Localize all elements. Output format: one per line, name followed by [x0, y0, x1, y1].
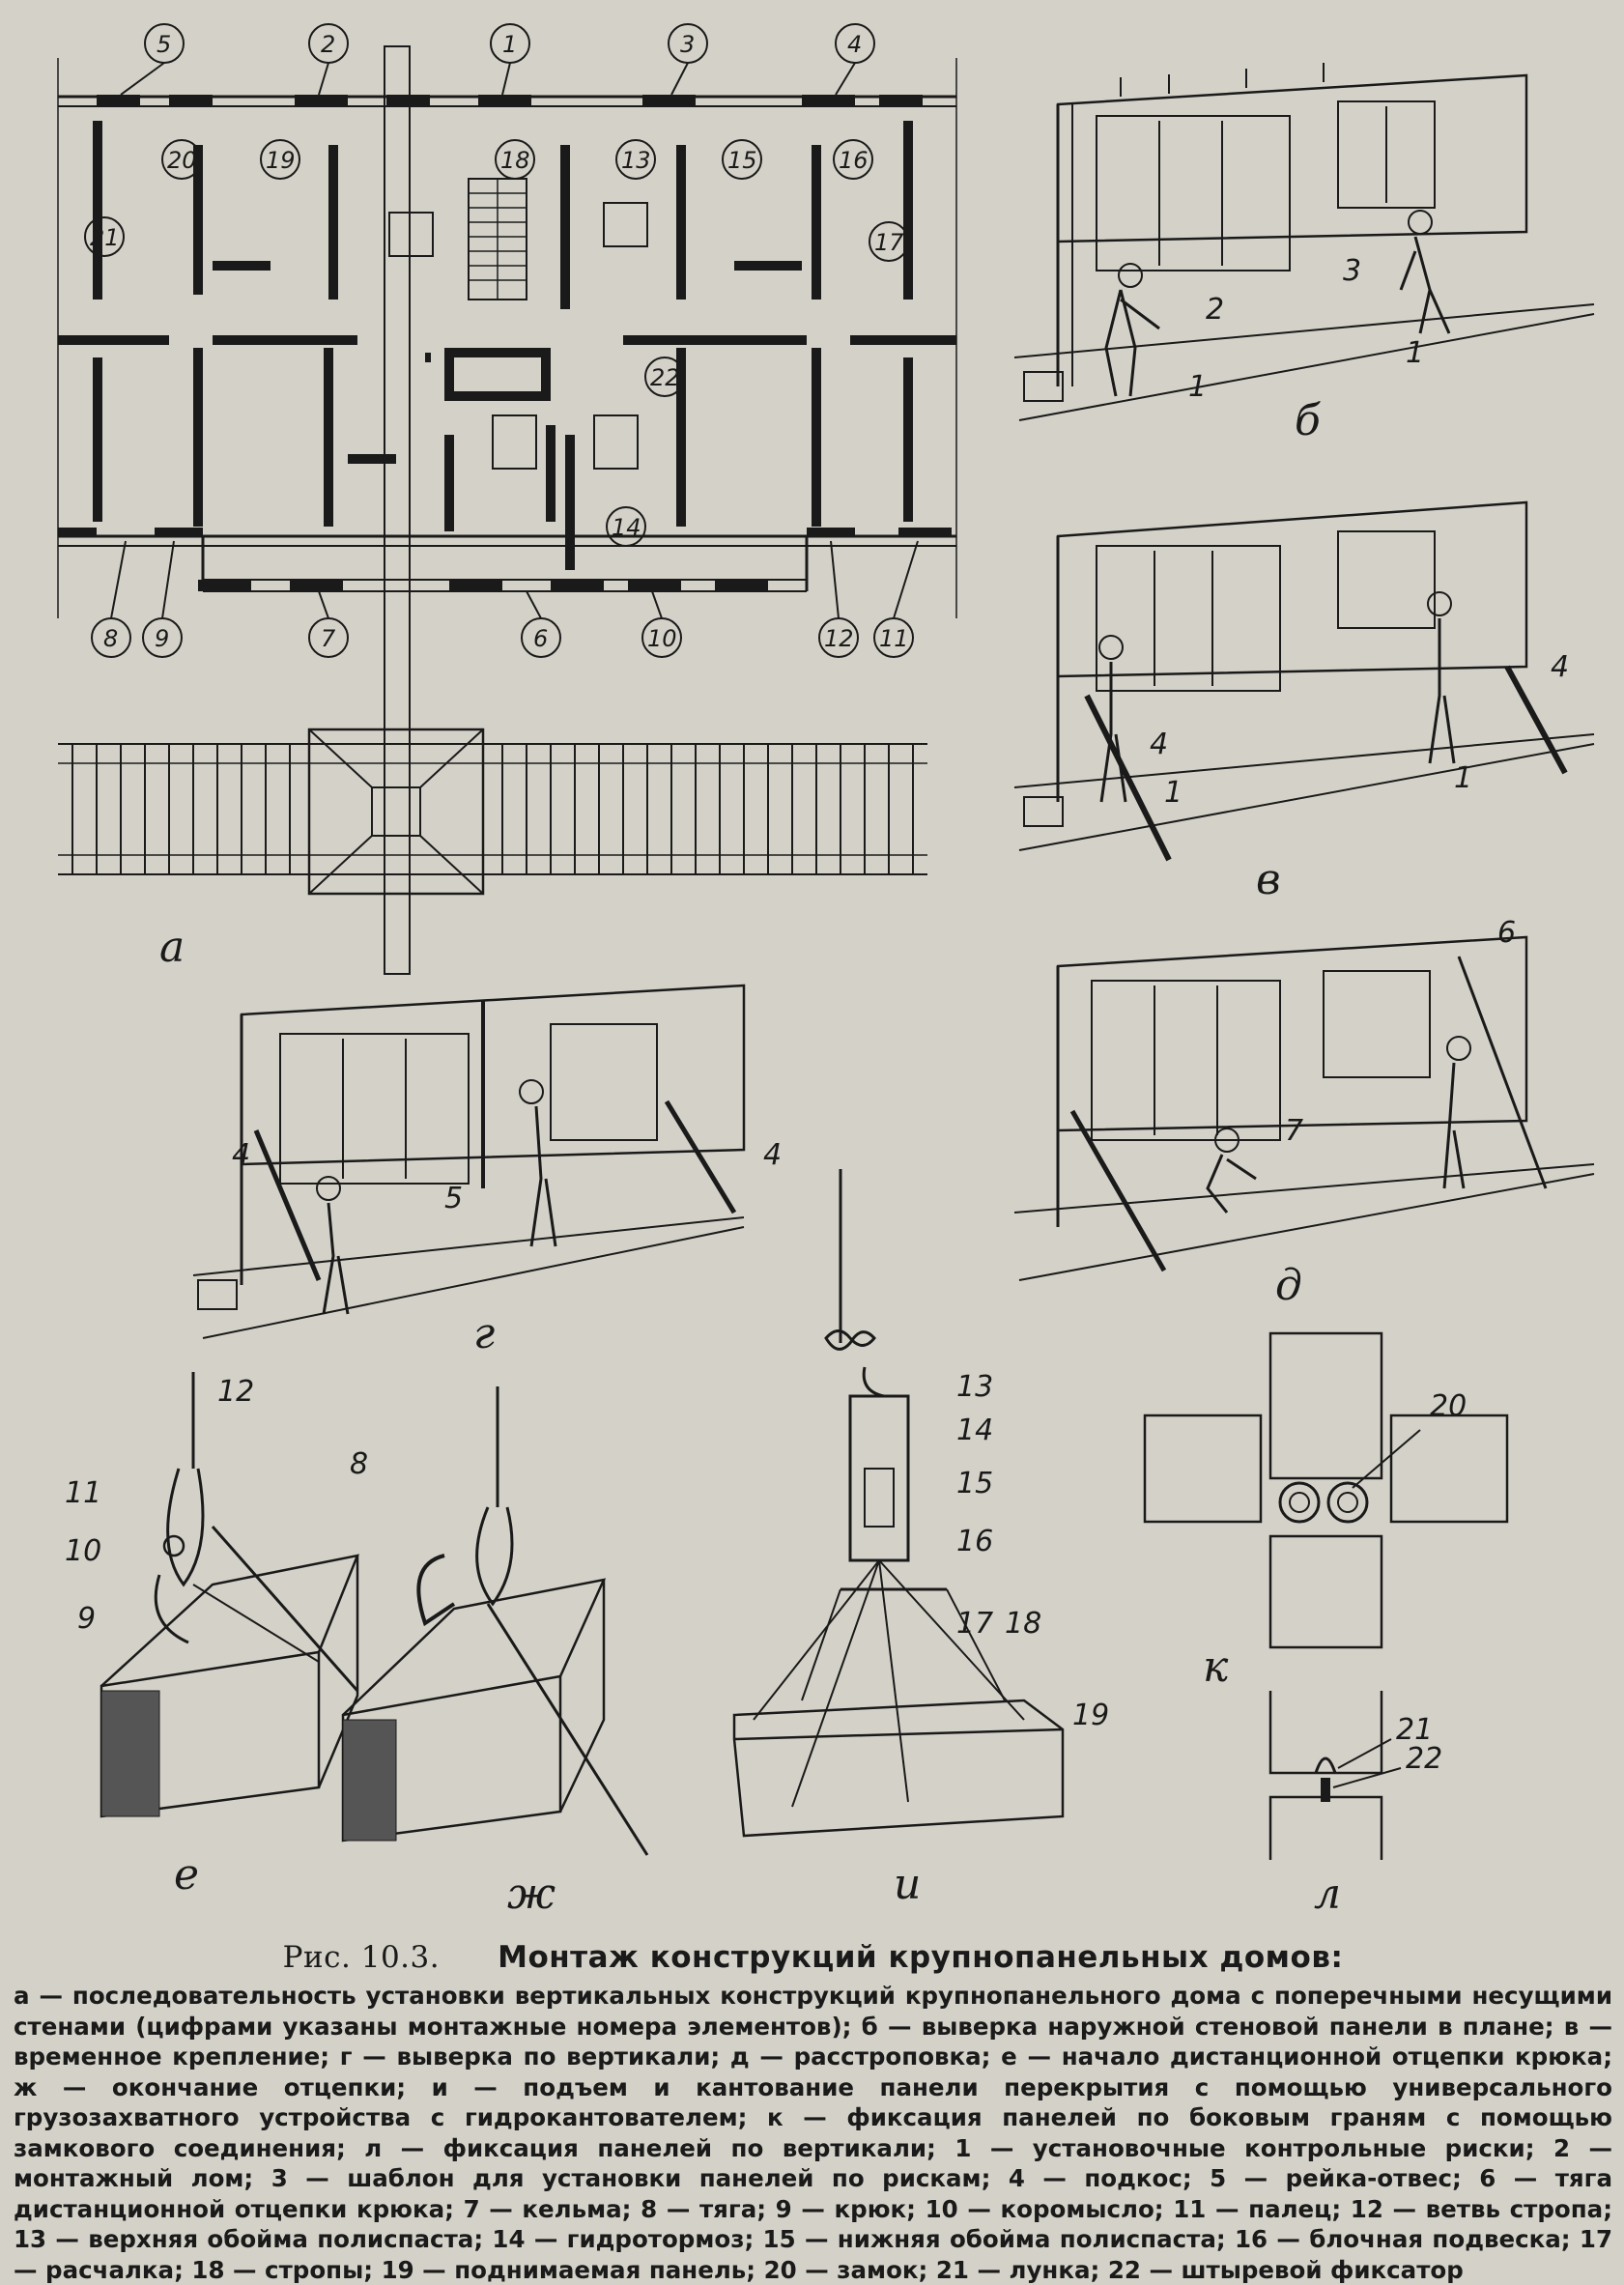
- e-label-10: 10: [65, 1534, 101, 1568]
- v-label-1b: 1: [1454, 761, 1472, 795]
- i-label-19: 19: [1072, 1699, 1109, 1732]
- panel-d: 6 7 д: [1013, 916, 1595, 1310]
- plan-label-12: 12: [824, 625, 854, 652]
- g-label-5: 5: [444, 1182, 463, 1215]
- plan-label-15: 15: [727, 147, 757, 174]
- v-label-4b: 4: [1150, 728, 1168, 761]
- sub-label-v: в: [1256, 855, 1281, 904]
- sub-label-l: л: [1314, 1870, 1341, 1919]
- panel-b: 2 3 1 1 б: [1013, 63, 1595, 445]
- sub-label-g: г: [473, 1309, 495, 1358]
- sub-label-k: к: [1203, 1642, 1229, 1692]
- v-label-4a: 4: [1551, 650, 1569, 684]
- b-label-2: 2: [1206, 293, 1224, 327]
- d-label-6: 6: [1497, 916, 1516, 950]
- i-label-18: 18: [1005, 1607, 1041, 1641]
- e-label-11: 11: [65, 1476, 101, 1510]
- g-label-4b: 4: [763, 1138, 782, 1172]
- plan-a: 5 2 1 3 4 20 19 18 13 15 16 21 17 22 14 …: [57, 23, 957, 975]
- i-label-16: 16: [956, 1525, 993, 1558]
- e-label-12: 12: [217, 1375, 254, 1409]
- plan-label-8: 8: [103, 625, 118, 652]
- plan-label-9: 9: [155, 625, 169, 652]
- v-label-1a: 1: [1164, 776, 1182, 810]
- e-label-9: 9: [77, 1602, 96, 1636]
- panel-v: 4 4 1 1 в: [1013, 500, 1595, 904]
- plan-label-5: 5: [157, 31, 171, 58]
- sub-label-d: д: [1275, 1261, 1302, 1310]
- figure-caption: Рис. 10.3. Монтаж конструкций крупнопанел…: [14, 1940, 1612, 2285]
- panel-k: 20 к: [1143, 1331, 1509, 1692]
- i-label-14: 14: [956, 1414, 993, 1447]
- plan-label-10: 10: [647, 625, 677, 652]
- panel-l: 21 22 л: [1268, 1691, 1442, 1919]
- i-label-13: 13: [956, 1370, 993, 1404]
- plan-label-13: 13: [621, 147, 651, 174]
- d-label-7: 7: [1285, 1114, 1303, 1148]
- plan-label-4: 4: [847, 31, 862, 58]
- sub-label-a: а: [159, 923, 185, 972]
- sub-label-zh: ж: [507, 1870, 556, 1919]
- plan-label-20: 20: [167, 147, 197, 174]
- caption-heading: Монтаж конструкций крупнопанельных домов…: [498, 1940, 1344, 1975]
- plan-label-3: 3: [680, 31, 695, 58]
- panel-i: 13 14 15 16 17 18 19 и: [732, 1169, 1109, 1909]
- caption-number: Рис. 10.3.: [282, 1940, 441, 1975]
- l-label-21: 21: [1396, 1713, 1433, 1747]
- l-label-22: 22: [1406, 1742, 1442, 1776]
- plan-label-14: 14: [612, 514, 641, 541]
- sub-label-e: е: [174, 1850, 199, 1899]
- plan-label-7: 7: [321, 625, 336, 652]
- plan-label-22: 22: [650, 364, 680, 391]
- panel-g: 4 5 4 г: [192, 984, 782, 1358]
- b-label-3: 3: [1343, 254, 1361, 288]
- b-label-1b: 1: [1406, 336, 1424, 370]
- e-label-8: 8: [350, 1447, 368, 1481]
- k-label-20: 20: [1430, 1389, 1467, 1423]
- i-label-15: 15: [956, 1467, 993, 1500]
- g-label-4a: 4: [232, 1138, 250, 1172]
- caption-body: а — последовательность установки вертика…: [14, 1982, 1612, 2284]
- b-label-1a: 1: [1188, 370, 1207, 404]
- plan-label-16: 16: [839, 147, 869, 174]
- plan-label-19: 19: [266, 147, 296, 174]
- plan-label-1: 1: [502, 31, 517, 58]
- plan-label-6: 6: [533, 625, 548, 652]
- caption-title: Рис. 10.3. Монтаж конструкций крупнопанел…: [14, 1940, 1612, 1975]
- sub-label-b: б: [1295, 396, 1321, 445]
- figure-10-3: 5 2 1 3 4 20 19 18 13 15 16 21 17 22 14 …: [57, 23, 1595, 1919]
- panel-e: 12 8 11 10 9 е: [65, 1372, 368, 1899]
- sub-label-i: и: [894, 1860, 921, 1909]
- plan-label-2: 2: [321, 31, 335, 58]
- plan-label-11: 11: [879, 625, 909, 652]
- plan-label-17: 17: [874, 229, 904, 256]
- panel-zh: ж: [341, 1386, 649, 1919]
- plan-label-21: 21: [90, 224, 120, 251]
- i-label-17: 17: [956, 1607, 993, 1641]
- plan-label-18: 18: [500, 147, 530, 174]
